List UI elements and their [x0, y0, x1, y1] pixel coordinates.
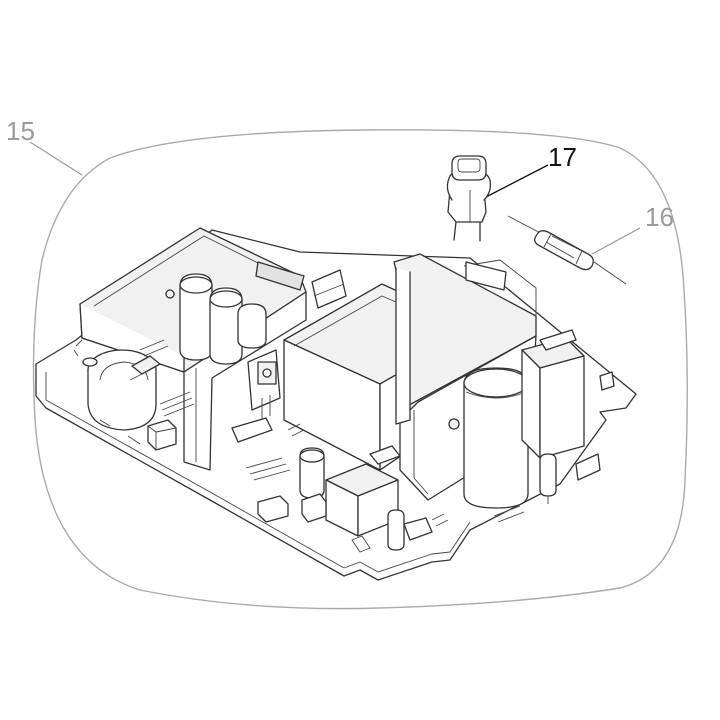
- power-supply-board: [35, 227, 637, 581]
- callout-16: 16: [645, 202, 674, 232]
- leader-17: [485, 164, 549, 198]
- leader-15: [29, 141, 83, 176]
- callout-15: 15: [6, 116, 35, 146]
- leader-16: [591, 227, 641, 255]
- fuse-holder-part: [446, 155, 492, 242]
- assembly-frame: [32, 129, 688, 610]
- callout-17: 17: [548, 142, 577, 172]
- fuse-part: [507, 215, 627, 285]
